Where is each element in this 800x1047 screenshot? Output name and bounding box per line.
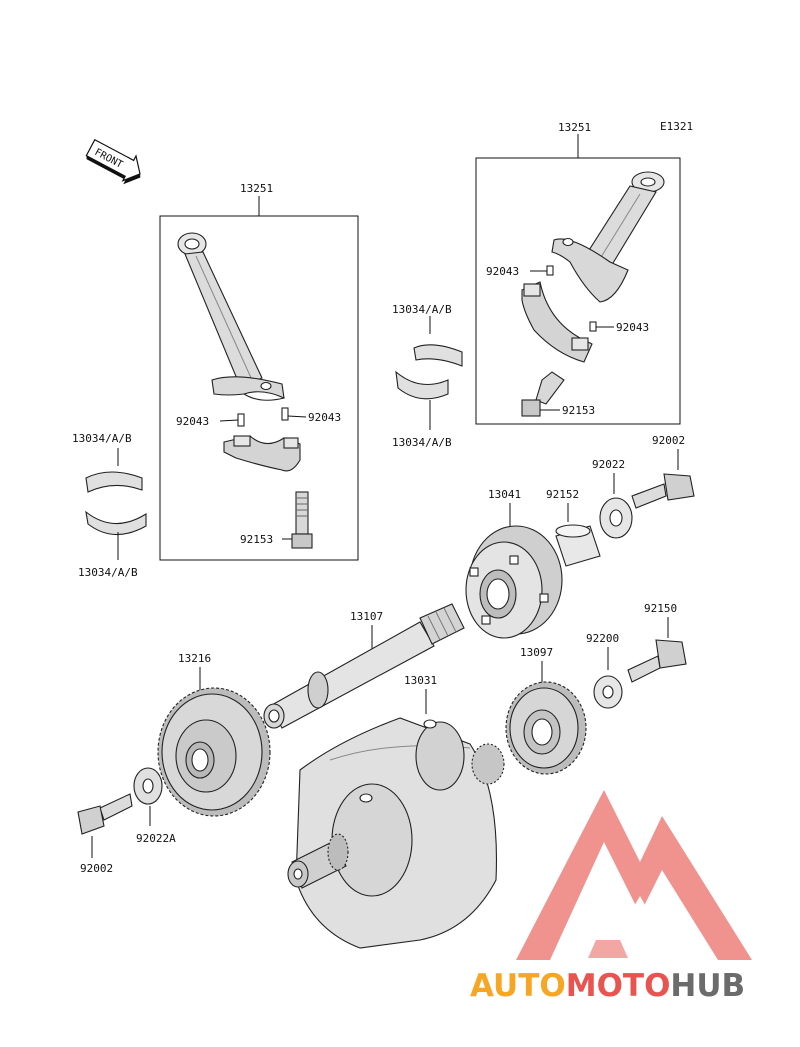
label-bolt-right: 92153 [562,404,595,417]
label-rod-left: 13251 [240,182,273,195]
label-rod-right: 13251 [558,121,591,134]
label-bearing-left-top: 13034/A/B [72,432,132,445]
collar-92152 [555,524,601,567]
label-bearing-mid-bot: 13034/A/B [392,436,452,449]
rod-cap-left [223,435,301,472]
label-bolt-92002-left: 92002 [80,862,113,875]
washer-92022A [133,767,163,805]
rod-bolt-left [291,491,313,549]
watermark-logo [516,790,752,960]
bearing-shell-mid-bottom [395,370,449,400]
label-collar-92152: 92152 [546,488,579,501]
label-bearing-left-bot: 13034/A/B [78,566,138,579]
bearing-shell-left-bottom [85,510,147,536]
rod-bolt-right [521,371,565,417]
shaft-13107 [263,603,465,729]
watermark-part2: MOTO [566,968,671,1004]
label-washer-92022A: 92022A [136,832,176,845]
bearing-shell-mid-top [413,344,463,367]
label-crank-13031: 13031 [404,674,437,687]
dowel-pin-l1 [237,413,245,427]
label-pin-l1: 92043 [176,415,209,428]
label-washer-92022: 92022 [592,458,625,471]
label-bearing-mid-top: 13034/A/B [392,303,452,316]
bearing-shell-left-top [85,471,143,493]
watermark-part1: AUTO [470,968,566,1004]
bolt-92002-right [631,473,695,509]
crankshaft-13031 [287,717,505,949]
bolt-92002-left [77,793,133,835]
clutch-housing-13041 [465,525,563,639]
label-shaft-13107: 13107 [350,610,383,623]
label-pin-r2: 92043 [616,321,649,334]
label-pin-r1: 92043 [486,265,519,278]
diagram-code: E1321 [660,120,693,133]
label-gear-13097: 13097 [520,646,553,659]
front-arrow-icon: FRONT [85,138,141,185]
dowel-pin-l2 [281,407,289,421]
gear-13097 [505,681,587,775]
dowel-pin-r1 [546,265,554,276]
watermark-part3: HUB [670,968,745,1004]
label-bolt-left: 92153 [240,533,273,546]
dowel-pin-r2 [589,321,597,332]
connecting-rod-right [551,171,665,303]
rod-cap-right [521,281,593,363]
label-pin-l2: 92043 [308,411,341,424]
bolt-92150 [627,639,687,683]
watermark-text: AUTOMOTOHUB [470,968,745,1004]
label-bolt-92150: 92150 [644,602,677,615]
connecting-rod-left [177,232,285,401]
label-clutch-13041: 13041 [488,488,521,501]
label-bolt-92002-right: 92002 [652,434,685,447]
label-gear-13216: 13216 [178,652,211,665]
label-washer-92200: 92200 [586,632,619,645]
gear-13216 [157,687,271,817]
